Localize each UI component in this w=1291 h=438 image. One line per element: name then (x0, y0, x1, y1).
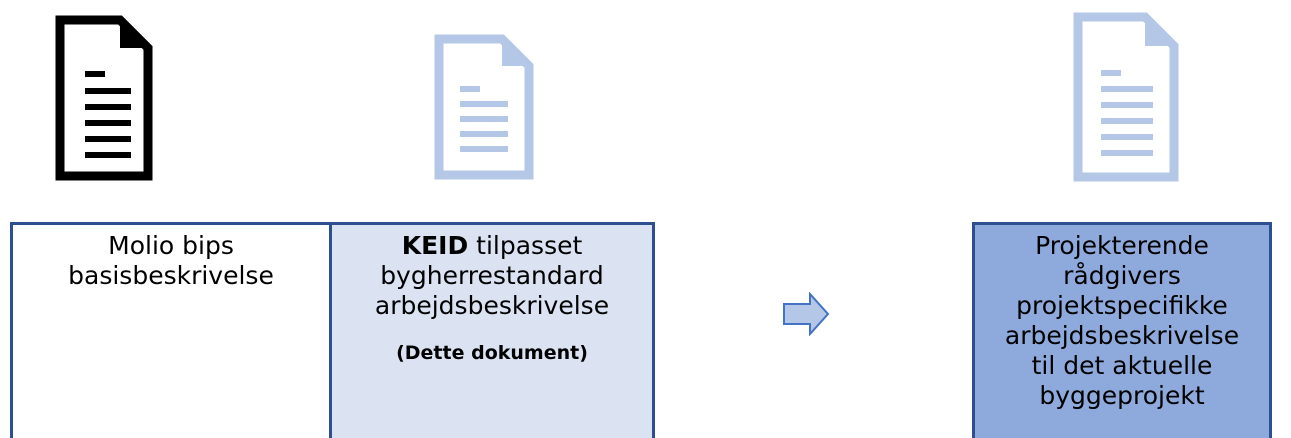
this-document-note: (Dette dokument) (396, 342, 588, 364)
right-arrow-icon (782, 292, 830, 336)
box-label-line: Projekterende (1035, 231, 1209, 260)
box-label-line: KEID tilpasset (332, 231, 652, 261)
keid-description-box: KEID tilpasset bygherrestandard arbejdsb… (329, 222, 655, 438)
box-label-line: Molio bips (108, 231, 234, 260)
project-description-box: Projekterende rådgivers projektspecifikk… (972, 222, 1272, 438)
document-icon (434, 34, 534, 180)
box-label-line: arbejdsbeskrivelse (374, 291, 610, 320)
keid-label: KEID (401, 231, 469, 260)
box-label-rest: tilpasset (468, 231, 583, 260)
document-icon (1073, 12, 1179, 182)
box-label-line: arbejdsbeskrivelse (1004, 321, 1240, 350)
basis-description-box: Molio bips basisbeskrivelse (10, 222, 332, 438)
box-label-line: byggeprojekt (1039, 381, 1205, 410)
box-label-line: til det aktuelle (1031, 351, 1213, 380)
document-icon (55, 15, 153, 181)
box-label-line: rådgivers (1063, 261, 1181, 290)
box-label-line: bygherrestandard (380, 261, 604, 290)
box-label-line: basisbeskrivelse (68, 261, 274, 290)
box-label-line: projektspecifikke (1016, 291, 1228, 320)
